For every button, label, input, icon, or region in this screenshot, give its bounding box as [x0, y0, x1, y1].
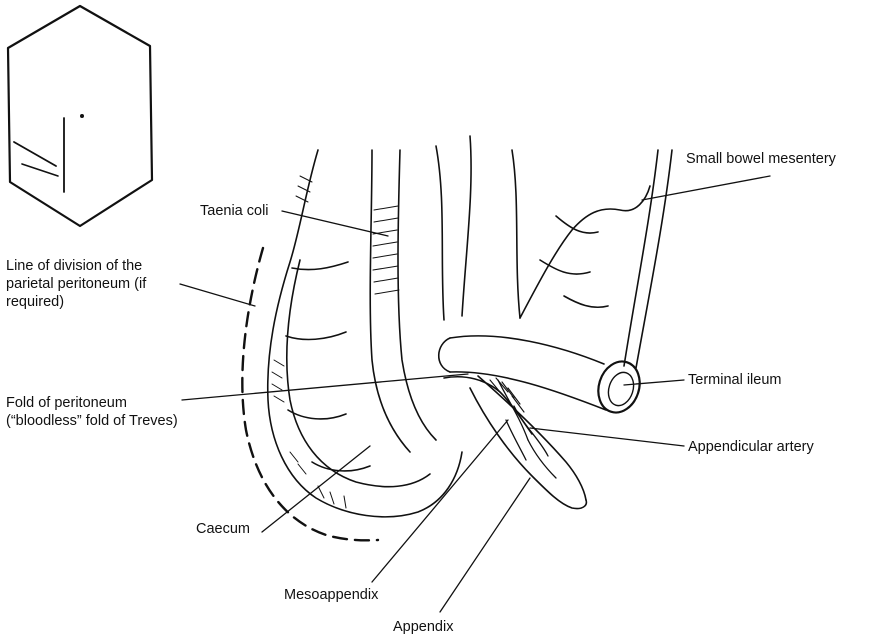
label-mesoappendix: Mesoappendix [284, 586, 378, 604]
label-taenia-coli: Taenia coli [200, 202, 269, 220]
mesoappendix-hatching [490, 378, 524, 412]
abdomen-inset-diagram [8, 6, 152, 226]
colon-outer-left-wall [268, 150, 462, 517]
mesentery-left-edge [624, 150, 658, 366]
mesentery-fold-3 [512, 150, 520, 318]
label-line-of-division-line-1: Line of division of the [6, 257, 146, 275]
leader-line-of-division [180, 284, 255, 306]
terminal-ileum-drawing [439, 336, 646, 418]
leader-small-bowel-mesentery [642, 176, 770, 200]
colon-haustra-fold-3 [288, 410, 346, 419]
leader-caecum [262, 446, 370, 532]
label-appendix: Appendix [393, 618, 453, 636]
label-caecum: Caecum [196, 520, 250, 538]
small-bowel-mesentery-drawing [436, 136, 672, 368]
ileum-lower-wall [450, 372, 606, 410]
appendicular-artery-vessels [498, 380, 556, 478]
ileum-upper-wall [450, 336, 604, 364]
label-line-of-division-line-3: required) [6, 293, 146, 311]
mesentery-wavy-edge [520, 186, 650, 318]
ileum-lumen-outer [592, 356, 646, 418]
leader-fold-of-peritoneum [182, 374, 468, 400]
label-terminal-ileum: Terminal ileum [688, 371, 781, 389]
incision-oblique-line [14, 142, 56, 166]
taenia-band-right [398, 150, 436, 440]
label-line-of-division-line-2: parietal peritoneum (if [6, 275, 146, 293]
appendix-outline-upper [478, 376, 586, 500]
leader-appendix [440, 478, 530, 612]
mesentery-fold-1 [436, 146, 444, 320]
mesentery-wave-3 [564, 296, 608, 307]
caecum-colon-drawing [268, 150, 462, 517]
label-appendicular-artery: Appendicular artery [688, 438, 814, 456]
appendix-drawing [444, 376, 586, 509]
incision-oblique-line-lower [22, 164, 58, 176]
ileum-left-end [439, 338, 450, 372]
leader-appendicular-artery [530, 428, 684, 446]
leader-mesoappendix [372, 420, 508, 582]
label-small-bowel-mesentery: Small bowel mesentery [686, 150, 836, 168]
label-fold-of-peritoneum-line-1: Fold of peritoneum [6, 394, 178, 412]
umbilicus-dot [80, 114, 84, 118]
colon-inner-curve [287, 260, 430, 487]
label-line-of-division: Line of division of the parietal periton… [6, 257, 146, 311]
taenia-hatching [373, 206, 399, 294]
colon-haustra-fold-2 [286, 332, 346, 339]
colon-haustra-fold-1 [292, 262, 348, 270]
label-fold-of-peritoneum: Fold of peritoneum (“bloodless” fold of … [6, 394, 178, 430]
mesentery-fold-2 [462, 136, 471, 316]
taenia-band-left [370, 150, 410, 452]
appendix-outline-lower [470, 388, 586, 509]
line-of-division-dashed [242, 248, 378, 540]
label-fold-of-peritoneum-line-2: (“bloodless” fold of Treves) [6, 412, 178, 430]
